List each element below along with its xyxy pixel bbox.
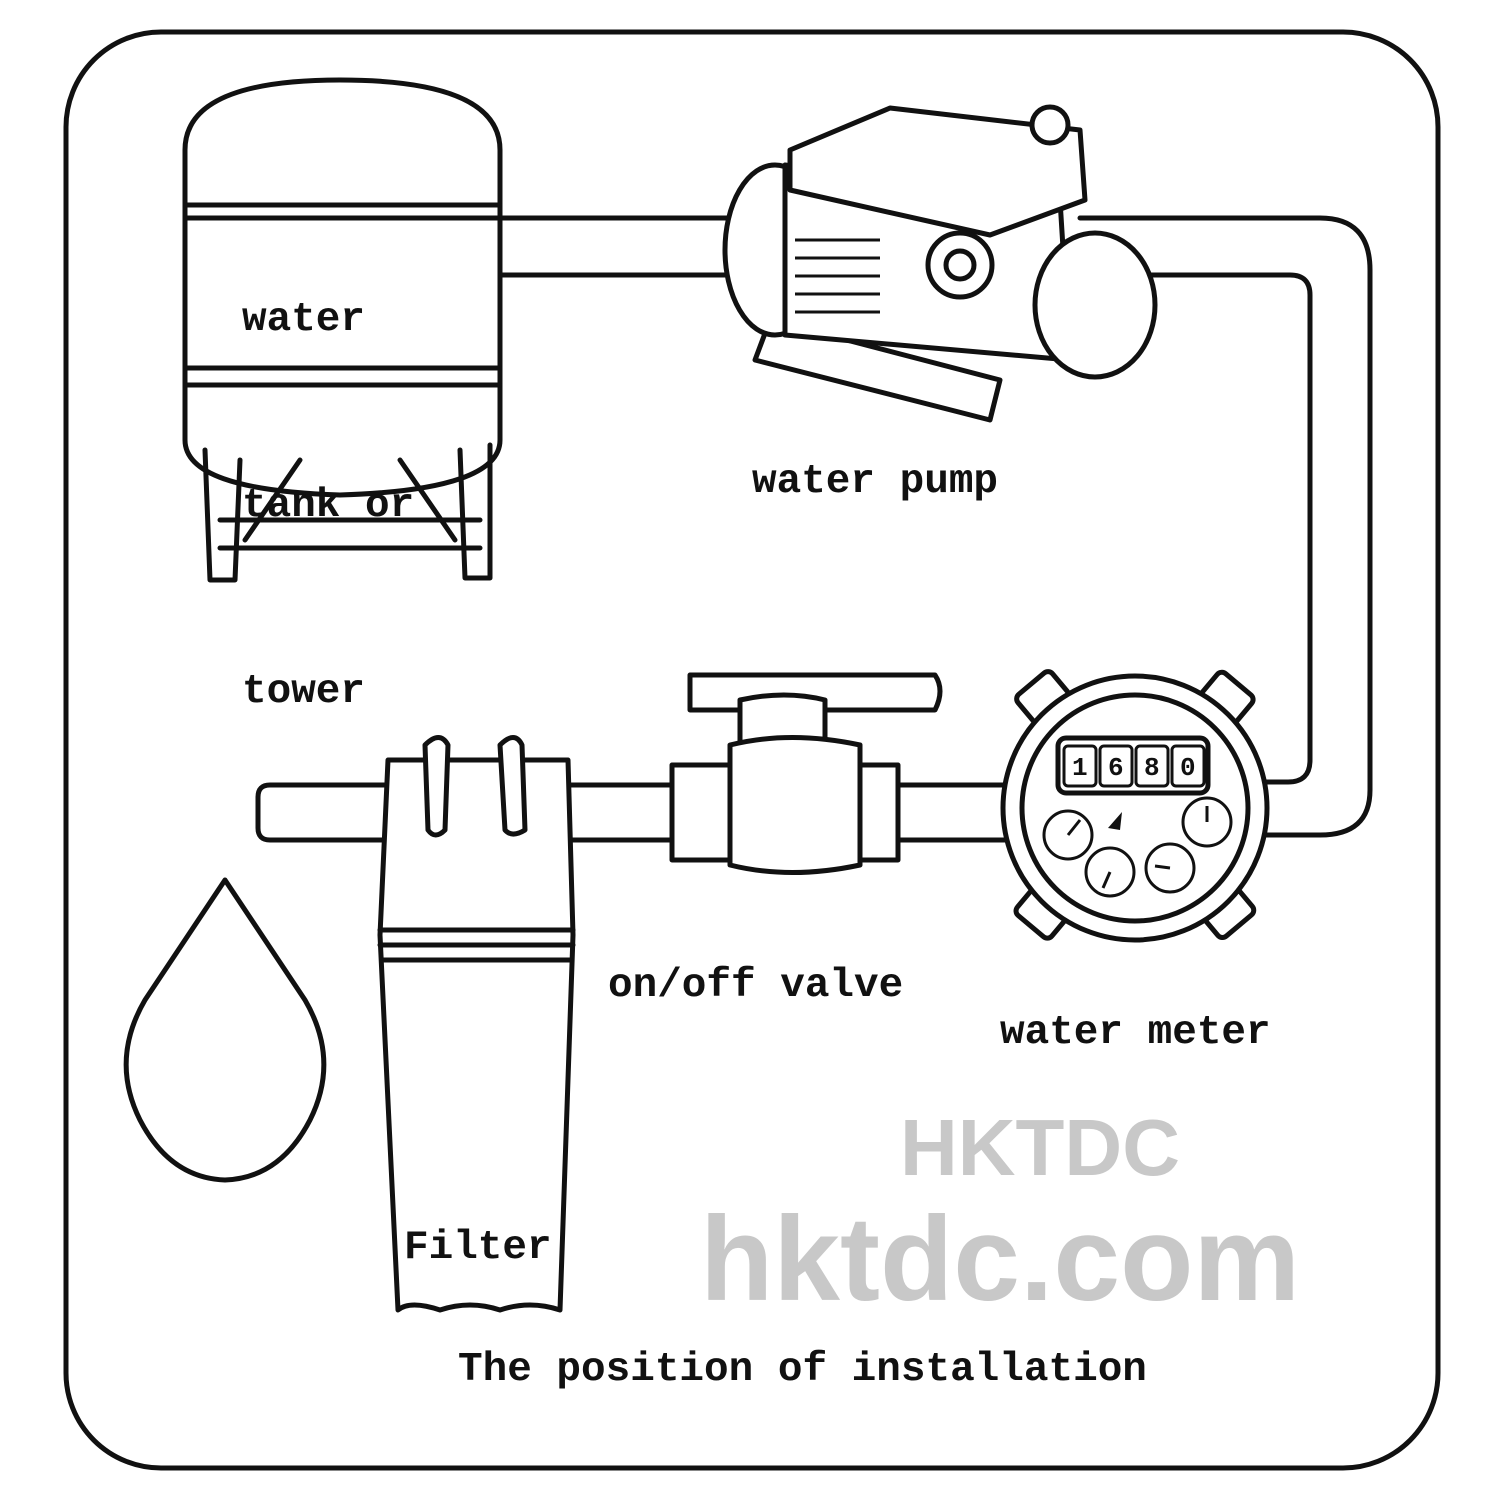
water-drop-icon (123, 877, 327, 1183)
valve-label: on/off valve (608, 963, 904, 1009)
meter-digit: 1 (1072, 753, 1088, 783)
meter-digit: 8 (1144, 753, 1160, 783)
tank-label-line: tower (242, 669, 366, 715)
tank-label: water tank or tower (242, 165, 414, 785)
meter-digit: 0 (1180, 753, 1196, 783)
on-off-valve-illustration (669, 672, 943, 875)
meter-digit: 6 (1108, 753, 1124, 783)
watermark: HKTDC hktdc.com (700, 1103, 1300, 1326)
tank-label-line: tank or (242, 483, 415, 529)
water-pump-illustration (722, 104, 1158, 423)
meter-label: water meter (1000, 1010, 1271, 1056)
caption: The position of installation (458, 1347, 1147, 1393)
frame (63, 29, 1441, 1471)
watermark-top: HKTDC (900, 1103, 1180, 1192)
meter-reading: 1 6 8 0 (1062, 744, 1206, 788)
pipes (255, 215, 1373, 843)
filter-illustration (377, 735, 576, 1313)
pump-label: water pump (752, 459, 999, 505)
water-meter-illustration: 1 6 8 0 (1000, 669, 1270, 943)
watermark-bottom: hktdc.com (700, 1192, 1300, 1326)
tank-label-line: water (242, 297, 366, 343)
filter-label: Filter (404, 1225, 552, 1271)
water-tank-illustration (182, 77, 503, 583)
